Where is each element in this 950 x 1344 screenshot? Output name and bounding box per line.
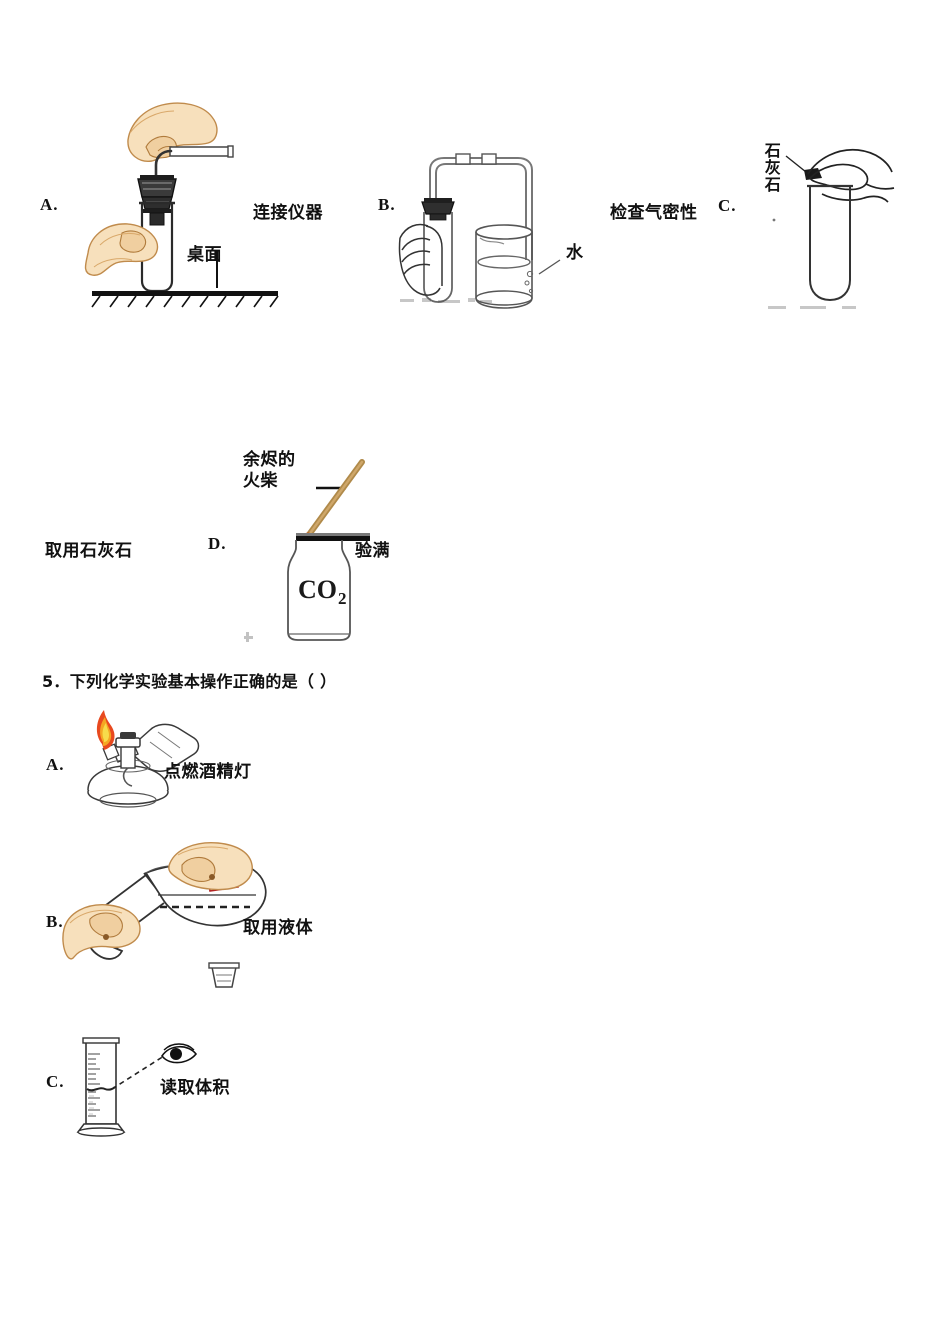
option-a-letter-q4: A. bbox=[40, 195, 59, 214]
glass-plate-lid bbox=[296, 533, 370, 541]
lower-hand-shape bbox=[84, 223, 159, 276]
glass-tube-horizontal bbox=[169, 145, 234, 158]
test-tube-with-stopper bbox=[421, 198, 455, 303]
tabletop-hatch bbox=[91, 291, 279, 308]
beaker-with-water bbox=[475, 224, 534, 309]
option-b-illustration-q4 bbox=[398, 140, 600, 315]
svg-text:CO: CO bbox=[298, 575, 337, 604]
rubber-stopper bbox=[137, 175, 177, 226]
gas-jar-bottle bbox=[287, 540, 351, 641]
option-b-letter-q5: B. bbox=[46, 912, 64, 931]
cut-off-text-artifact bbox=[400, 292, 520, 308]
option-c-caption-q5: 读取体积 bbox=[160, 1078, 230, 1098]
test-tube-vertical bbox=[807, 184, 853, 302]
tube-connector-clamps bbox=[455, 153, 497, 165]
glowing-match-stick bbox=[304, 459, 365, 540]
option-a-letter-q5: A. bbox=[46, 755, 65, 774]
option-b-letter-q4: B. bbox=[378, 195, 396, 214]
option-a-caption-q5: 点燃酒精灯 bbox=[164, 762, 252, 782]
option-b-caption-q4: 检查气密性 bbox=[610, 203, 698, 223]
upper-hand-shape bbox=[127, 102, 218, 162]
connecting-rubber-tube bbox=[429, 157, 533, 260]
svg-text:2: 2 bbox=[338, 589, 347, 608]
option-d-caption-q4: 验满 bbox=[355, 541, 390, 561]
option-c-illustration-q5 bbox=[72, 1030, 272, 1145]
glowing-match-label-q4d: 余烬的 火柴 bbox=[243, 450, 296, 492]
standing-alcohol-lamp bbox=[87, 732, 169, 808]
option-c-letter-q4: C. bbox=[718, 196, 737, 215]
upper-hand-holding-bottle bbox=[168, 842, 253, 891]
hand-grip-outline bbox=[398, 223, 443, 296]
option-c-caption-q4: 取用石灰石 bbox=[45, 541, 133, 561]
question-5-stem: 5．下列化学实验基本操作正确的是（ ） bbox=[42, 672, 337, 691]
graduated-cylinder bbox=[76, 1037, 126, 1137]
option-b-caption-q5: 取用液体 bbox=[243, 918, 313, 938]
option-a-illustration-q5 bbox=[72, 700, 252, 810]
option-a-caption-q4: 连接仪器 bbox=[253, 203, 323, 223]
option-d-illustration-q4: CO 2 bbox=[240, 450, 430, 650]
option-a-illustration-q4 bbox=[70, 85, 320, 310]
table-surface-label-q4a: 桌面 bbox=[187, 245, 222, 265]
bench-stopper bbox=[208, 962, 240, 988]
lower-hand-holding-tube bbox=[62, 904, 141, 960]
option-b-illustration-q5 bbox=[60, 842, 310, 1000]
option-c-illustration-q4 bbox=[760, 140, 940, 315]
option-c-letter-q5: C. bbox=[46, 1072, 65, 1091]
flame-icon bbox=[96, 710, 115, 750]
option-d-letter-q4: D. bbox=[208, 534, 227, 553]
hand-outline bbox=[807, 148, 895, 203]
limestone-label-q4c: 石灰石 bbox=[761, 142, 781, 193]
eye-icon bbox=[161, 1043, 198, 1064]
water-label-q4b: 水 bbox=[566, 243, 584, 263]
